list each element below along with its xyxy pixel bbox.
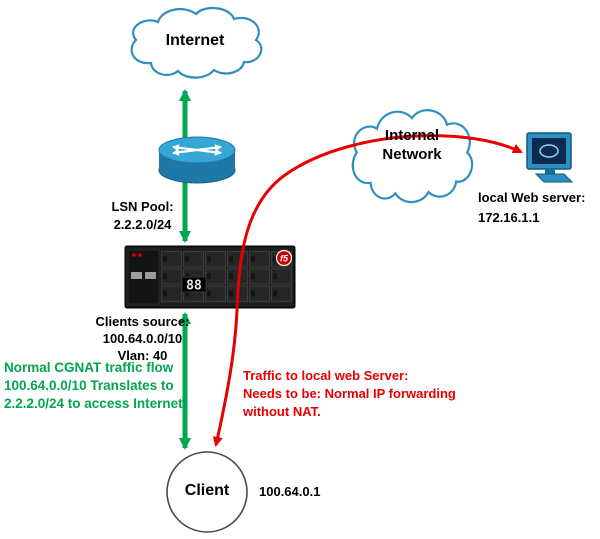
clients-source-subnet: 100.64.0.0/10 <box>102 331 183 346</box>
lcd-display <box>181 276 207 293</box>
lcd-display-value: 88 <box>186 279 202 294</box>
red-flow-note-line1: Traffic to local web Server: <box>243 368 409 383</box>
red-flow-arrow <box>212 134 523 447</box>
red-flow-note-line3: without NAT. <box>243 404 321 419</box>
green-flow-note-line1: Normal CGNAT traffic flow <box>4 360 174 375</box>
clients-source-label: Clients source: <box>95 314 190 329</box>
green-flow-note-line2: 100.64.0.0/10 Translates to <box>4 378 174 393</box>
web-server-label: local Web server: <box>478 190 586 205</box>
web-server-icon <box>526 132 574 183</box>
router-icon <box>158 136 236 184</box>
clients-source-vlan: Vlan: 40 <box>117 348 168 363</box>
drive-bays <box>161 251 293 303</box>
client-label: Client <box>184 482 230 499</box>
status-led <box>132 253 136 257</box>
power-module <box>131 272 142 279</box>
client-node <box>166 451 248 533</box>
lsn-pool-label: LSN Pool: <box>111 199 174 214</box>
green-flow-note-line3: 2.2.2.0/24 to access Internet <box>4 396 183 411</box>
bigip-appliance: 88 f5 <box>124 245 296 309</box>
client-ip: 100.64.0.1 <box>259 484 321 499</box>
power-module <box>145 272 156 279</box>
f5-logo-text: f5 <box>280 254 289 264</box>
web-server-ip: 172.16.1.1 <box>478 210 540 225</box>
internal-network-label-line2: Network <box>382 146 442 163</box>
internal-network-label-line1: Internal <box>384 127 440 144</box>
lsn-pool-value: 2.2.2.0/24 <box>113 217 172 232</box>
internet-label: Internet <box>165 32 225 49</box>
status-led <box>138 253 142 257</box>
red-flow-note-line2: Needs to be: Normal IP forwarding <box>243 386 456 401</box>
